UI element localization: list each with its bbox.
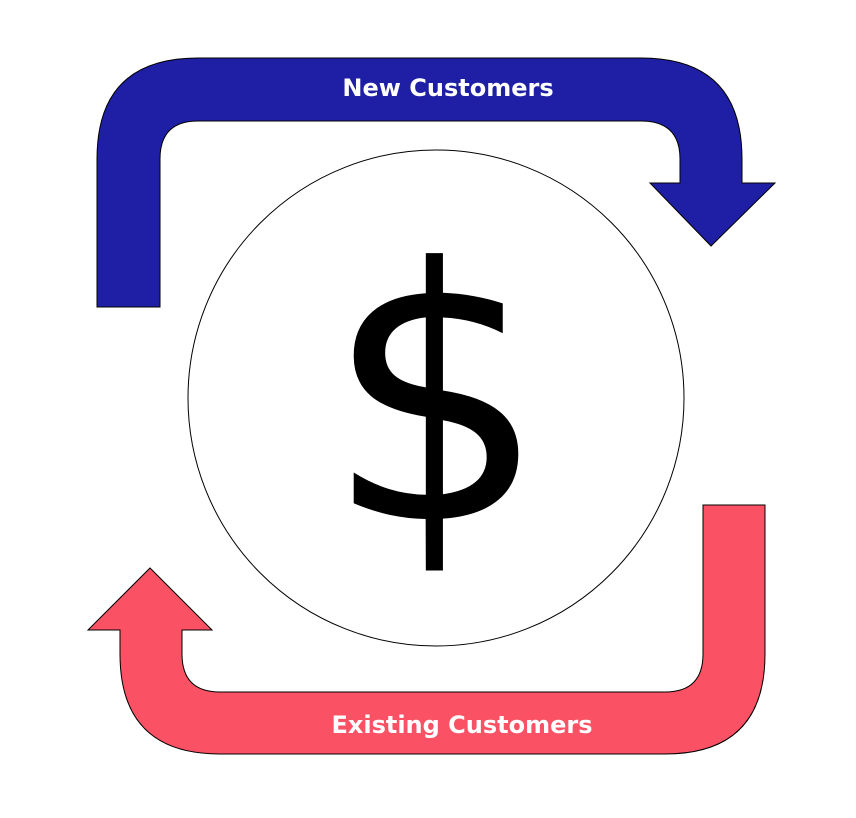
existing-customers-arrow: Existing Customers: [86, 504, 766, 755]
new-customers-label: New Customers: [342, 74, 553, 102]
new-customers-arrow: New Customers: [96, 57, 777, 308]
existing-customers-arrow-shape: [86, 504, 766, 755]
existing-customers-label: Existing Customers: [331, 711, 592, 739]
center-coin: $: [187, 149, 685, 647]
new-customers-arrow-shape: [96, 57, 777, 308]
dollar-sign-icon: $: [325, 194, 548, 602]
center-circle: [187, 149, 685, 647]
